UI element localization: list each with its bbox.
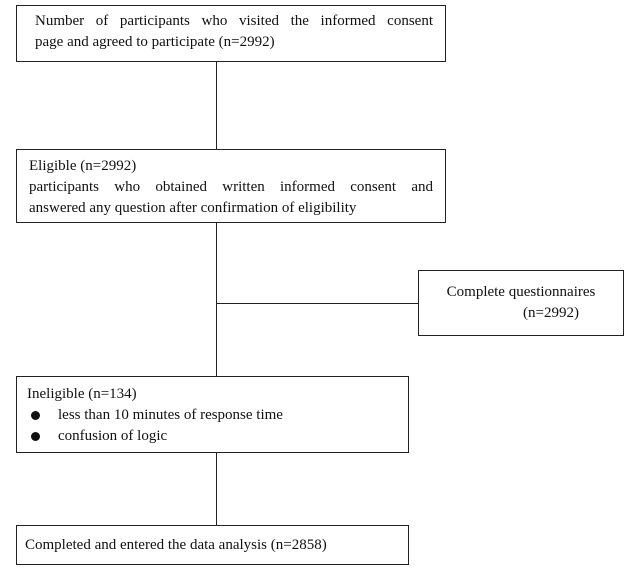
ineligible-title: Ineligible (n=134) [27, 386, 137, 402]
ineligible-bullet-text: less than 10 minutes of response time [58, 407, 283, 423]
eligible-line-2: answered any question after confirmation… [29, 200, 357, 216]
box-complete-questionnaires: Complete questionnaires (n=2992) [418, 270, 624, 336]
box-completed-analysis: Completed and entered the data analysis … [16, 525, 409, 565]
completed-text: Completed and entered the data analysis … [25, 537, 327, 553]
box-visited-consent: Number of participants who visited the i… [16, 5, 446, 62]
complete-line-1: Complete questionnaires [446, 284, 596, 300]
visited-line-1: Number of participants who visited the i… [35, 13, 433, 29]
complete-line-2: (n=2992) [523, 305, 579, 321]
connector-ineligible-to-completed [216, 453, 217, 525]
box-ineligible: Ineligible (n=134) less than 10 minutes … [16, 376, 409, 453]
visited-line-2: page and agreed to participate (n=2992) [35, 34, 275, 50]
connector-visited-to-eligible [216, 62, 217, 149]
connector-eligible-to-ineligible [216, 223, 217, 376]
box-eligible: Eligible (n=2992) participants who obtai… [16, 149, 446, 223]
eligible-line-1: participants who obtained written inform… [29, 179, 433, 195]
ineligible-bullet-text: confusion of logic [58, 428, 168, 444]
bullet-dot-icon [31, 432, 40, 441]
bullet-dot-icon [31, 411, 40, 420]
eligible-title: Eligible (n=2992) [29, 158, 137, 174]
ineligible-bullet-item: confusion of logic [27, 426, 398, 447]
connector-branch-to-complete [216, 303, 418, 304]
ineligible-bullet-item: less than 10 minutes of response time [27, 405, 398, 426]
